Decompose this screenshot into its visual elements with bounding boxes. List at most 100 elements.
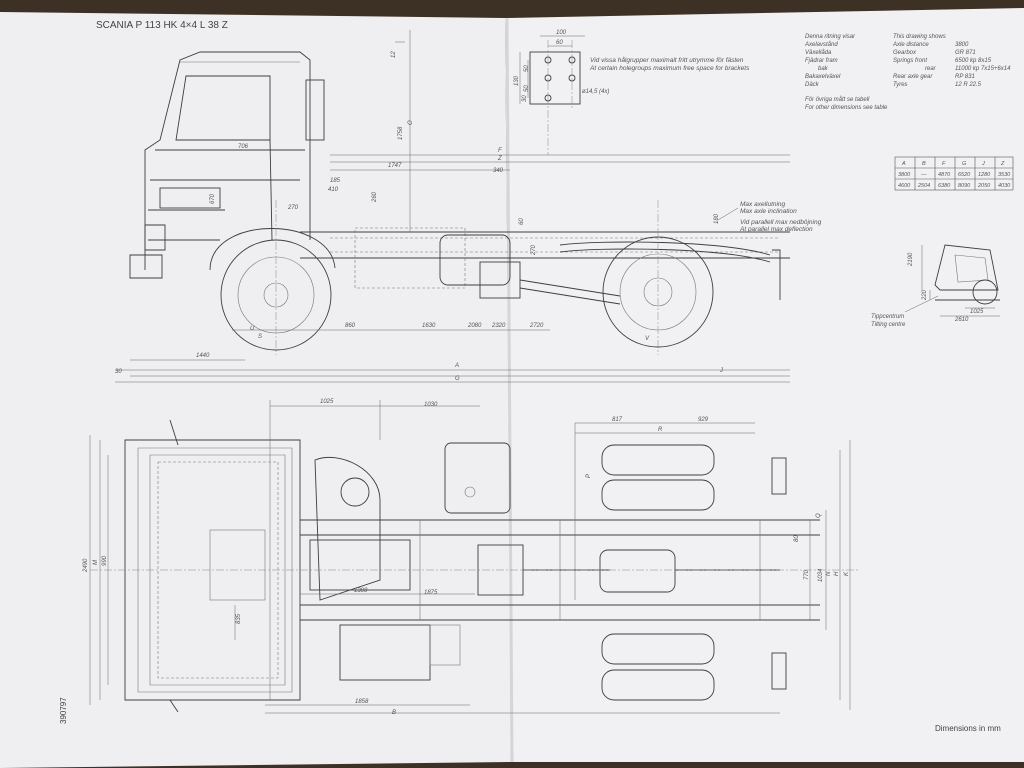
dim-letter-s: S [258,334,262,340]
plan-dim-letter-b: B [392,710,396,716]
dim-1630: 1630 [422,323,436,329]
chassis-frame-side [300,231,790,259]
dim-340: 340 [493,168,504,174]
dim-letter-o: O [408,120,414,125]
bracket-dim-50b: 50 [524,85,530,92]
hole-group-plate [529,51,581,105]
gearbox [439,234,511,286]
table-cell: — [920,172,927,178]
dim-670: 670 [210,193,216,204]
rear-leaf-spring [559,241,771,256]
plan-dim-1030: 1030 [424,402,438,408]
units-note: Dimensions in mm [935,724,1001,733]
left-page [0,12,512,768]
tilt-dim-1025: 1025 [970,309,984,315]
spec-row-value: 6500 kp 8x15 [955,58,992,64]
plan-dim-1034: 1034 [818,568,824,582]
tilt-dim-2190: 2190 [908,252,914,267]
bracket-dim-60: 60 [556,40,563,46]
spec-row-sv: Fjädrar fram [805,58,838,64]
plan-rear-wheel-outer-top [601,444,715,476]
table-header: F [942,161,946,167]
spec-note-sv: För övriga mått se tabell [805,96,870,103]
spec-row-sv: bak [818,66,829,72]
air-intake [305,79,325,141]
plan-gearbox [309,539,411,591]
right-page [505,8,1024,762]
bracket-hole-detail: 100 60 50 50 130 30 ø14,5 (4x) Vid vissa… [514,30,750,155]
plan-dim-817: 817 [612,417,623,423]
plan-dim-1308: 1308 [354,588,368,594]
bracket-note-en: At certain holegroups maximum free space… [589,65,750,72]
spec-row-sv: Växellåda [805,49,832,56]
bracket-note-sv: Vid vissa hålgrupper maximalt fritt utry… [590,56,744,64]
page-fold [505,17,514,763]
axle-note-en-1: Max axle inclination [740,208,797,215]
plan-dim-letter-q: Q [816,513,822,518]
dim-270a: 270 [287,205,299,211]
cab-outline [144,51,311,270]
spec-block: Denna ritning visar This drawing shows A… [804,34,1011,111]
dim-letter-g: G [455,376,460,382]
plan-cab-hatch [209,529,266,601]
spec-row-value: 11000 kp 7x15+6x14 [955,66,1011,72]
plan-cab-outline [124,439,301,701]
dim-1758: 1758 [398,126,404,140]
plan-dim-letter-n: N [826,571,832,576]
table-cell: 4030 [998,183,1011,189]
plan-rear-wheel-outer-bottom [601,669,715,701]
dim-410: 410 [328,187,339,193]
plan-dim-929: 929 [698,417,709,423]
plan-dim-80: 80 [794,535,800,542]
plan-dim-770: 770 [804,569,810,580]
dim-letter-f: F [498,148,502,154]
plan-engine [314,456,381,601]
plan-rear-light-bottom [771,652,787,690]
table-header: Z [1000,161,1005,167]
dim-860: 860 [345,323,356,329]
table-cell: 4870 [938,172,951,178]
spec-row-sv: Axelavstånd [804,41,838,48]
dim-letter-j: J [719,368,724,374]
plan-dim-1025: 1025 [320,399,334,405]
spec-row-value: 3800 [955,42,969,48]
dim-706: 706 [238,144,249,150]
bracket-hole-spec: ø14,5 (4x) [582,89,609,95]
table-cell: 2050 [977,183,991,189]
front-wheel-arch [209,228,336,271]
dim-12: 12 [391,51,397,58]
plan-dim-990: 990 [102,555,108,566]
table-cell: 4600 [898,183,911,189]
table-cell: 8090 [958,183,971,189]
axle-note-sv-2: Vid parallell max nedböjning [740,219,822,226]
plan-dim-2490: 2490 [83,558,89,573]
dim-180: 180 [714,213,720,224]
plan-rear-wheel-inner-top [601,479,715,511]
plan-dim-letter-p: P [586,474,592,478]
plan-rear-differential [599,549,676,593]
front-bumper [129,254,163,279]
drawing-number: 390797 [59,697,68,724]
tilt-cab-outline [934,244,999,291]
table-cell: 3530 [998,172,1011,178]
drawing-title: SCANIA P 113 HK 4×4 L 38 Z [96,20,228,31]
table-header: J [981,161,985,167]
bracket-dim-100: 100 [556,30,567,36]
plan-view: 1025 1030 817 929 R 2490 M 990 835 1308 … [83,399,860,716]
spec-title-sv: Denna ritning visar [805,34,856,40]
table-header: G [962,161,967,167]
spec-row-sv: Bakaxelväxel [805,74,841,80]
tilt-dim-220: 220 [922,289,928,301]
dim-30: 30 [115,369,122,375]
plan-rear-wheel-inner-bottom [601,633,715,665]
table-cell: 6380 [938,183,951,189]
dim-260: 260 [372,191,378,203]
spec-row-value: RP 831 [955,74,975,80]
dim-270b: 270 [531,244,537,256]
dim-60: 60 [519,218,525,225]
plan-mirror-arms [169,419,179,713]
plan-fuel-tank [444,442,511,514]
dim-1440: 1440 [196,353,210,359]
dim-185: 185 [330,178,341,184]
